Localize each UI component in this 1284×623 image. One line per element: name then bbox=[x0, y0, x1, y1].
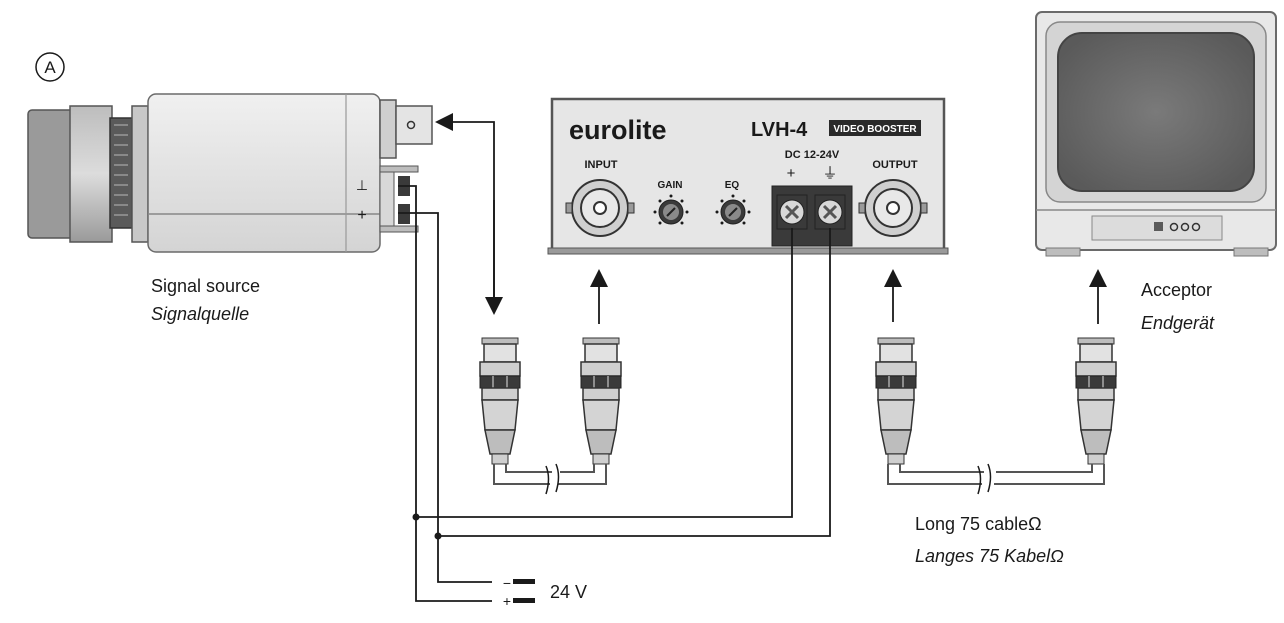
camera-plus-terminal-label: + bbox=[357, 207, 366, 224]
dc-ground-label: ⏚ bbox=[822, 165, 837, 182]
acceptor-label: Acceptor bbox=[1141, 280, 1212, 300]
signal-arrows bbox=[435, 113, 1107, 324]
eq-label: EQ bbox=[725, 180, 740, 191]
bnc-connector-booster-output bbox=[875, 337, 917, 465]
eq-knob[interactable] bbox=[715, 194, 751, 225]
gain-label: GAIN bbox=[658, 180, 683, 191]
dc-ground-terminal-screw bbox=[813, 193, 847, 231]
figure-marker: A bbox=[35, 52, 65, 82]
video-booster-badge: VIDEO BOOSTER bbox=[833, 124, 917, 135]
junction-dot-ground bbox=[412, 513, 420, 521]
input-label: INPUT bbox=[585, 159, 618, 171]
long-cable-label-de: Langes 75 KabelΩ bbox=[915, 546, 1064, 566]
output-bnc-jack bbox=[858, 179, 928, 237]
model-label: LVH-4 bbox=[751, 119, 808, 141]
signal-source-label-de: Signalquelle bbox=[151, 304, 249, 324]
long-cable-label: Long 75 cableΩ bbox=[915, 514, 1042, 534]
camera-ground-terminal-label: ⊥ bbox=[356, 177, 368, 193]
camera-signal-source: ⊥ + bbox=[27, 93, 433, 253]
gain-knob[interactable] bbox=[653, 194, 689, 225]
bnc-connector-booster-input bbox=[580, 337, 622, 465]
bnc-connector-monitor bbox=[1075, 337, 1117, 465]
dc-plus-label: + bbox=[787, 165, 796, 182]
dc-voltage-label: DC 12-24V bbox=[785, 149, 840, 161]
short-cable bbox=[493, 463, 607, 495]
acceptor-label-de: Endgerät bbox=[1141, 313, 1215, 333]
input-bnc-jack bbox=[565, 179, 635, 237]
signal-source-label: Signal source bbox=[151, 276, 260, 296]
power-minus-label: − bbox=[503, 575, 511, 591]
output-label: OUTPUT bbox=[872, 159, 918, 171]
voltage-label: 24 V bbox=[550, 582, 587, 602]
brand-logo: eurolite bbox=[569, 115, 667, 145]
bnc-connector-camera-side bbox=[479, 337, 521, 465]
camera-output-arrow bbox=[435, 113, 495, 306]
power-wiring bbox=[398, 185, 831, 602]
power-supply-terminals: − + bbox=[503, 575, 535, 609]
junction-dot-plus bbox=[434, 532, 442, 540]
power-plus-label: + bbox=[503, 593, 511, 609]
dc-plus-terminal-screw bbox=[775, 193, 809, 231]
video-booster: eurolite LVH-4 VIDEO BOOSTER INPUT GAIN … bbox=[547, 97, 949, 255]
figure-marker-label: A bbox=[44, 58, 56, 77]
long-75-ohm-cable bbox=[887, 463, 1105, 495]
monitor-acceptor bbox=[1035, 11, 1277, 257]
